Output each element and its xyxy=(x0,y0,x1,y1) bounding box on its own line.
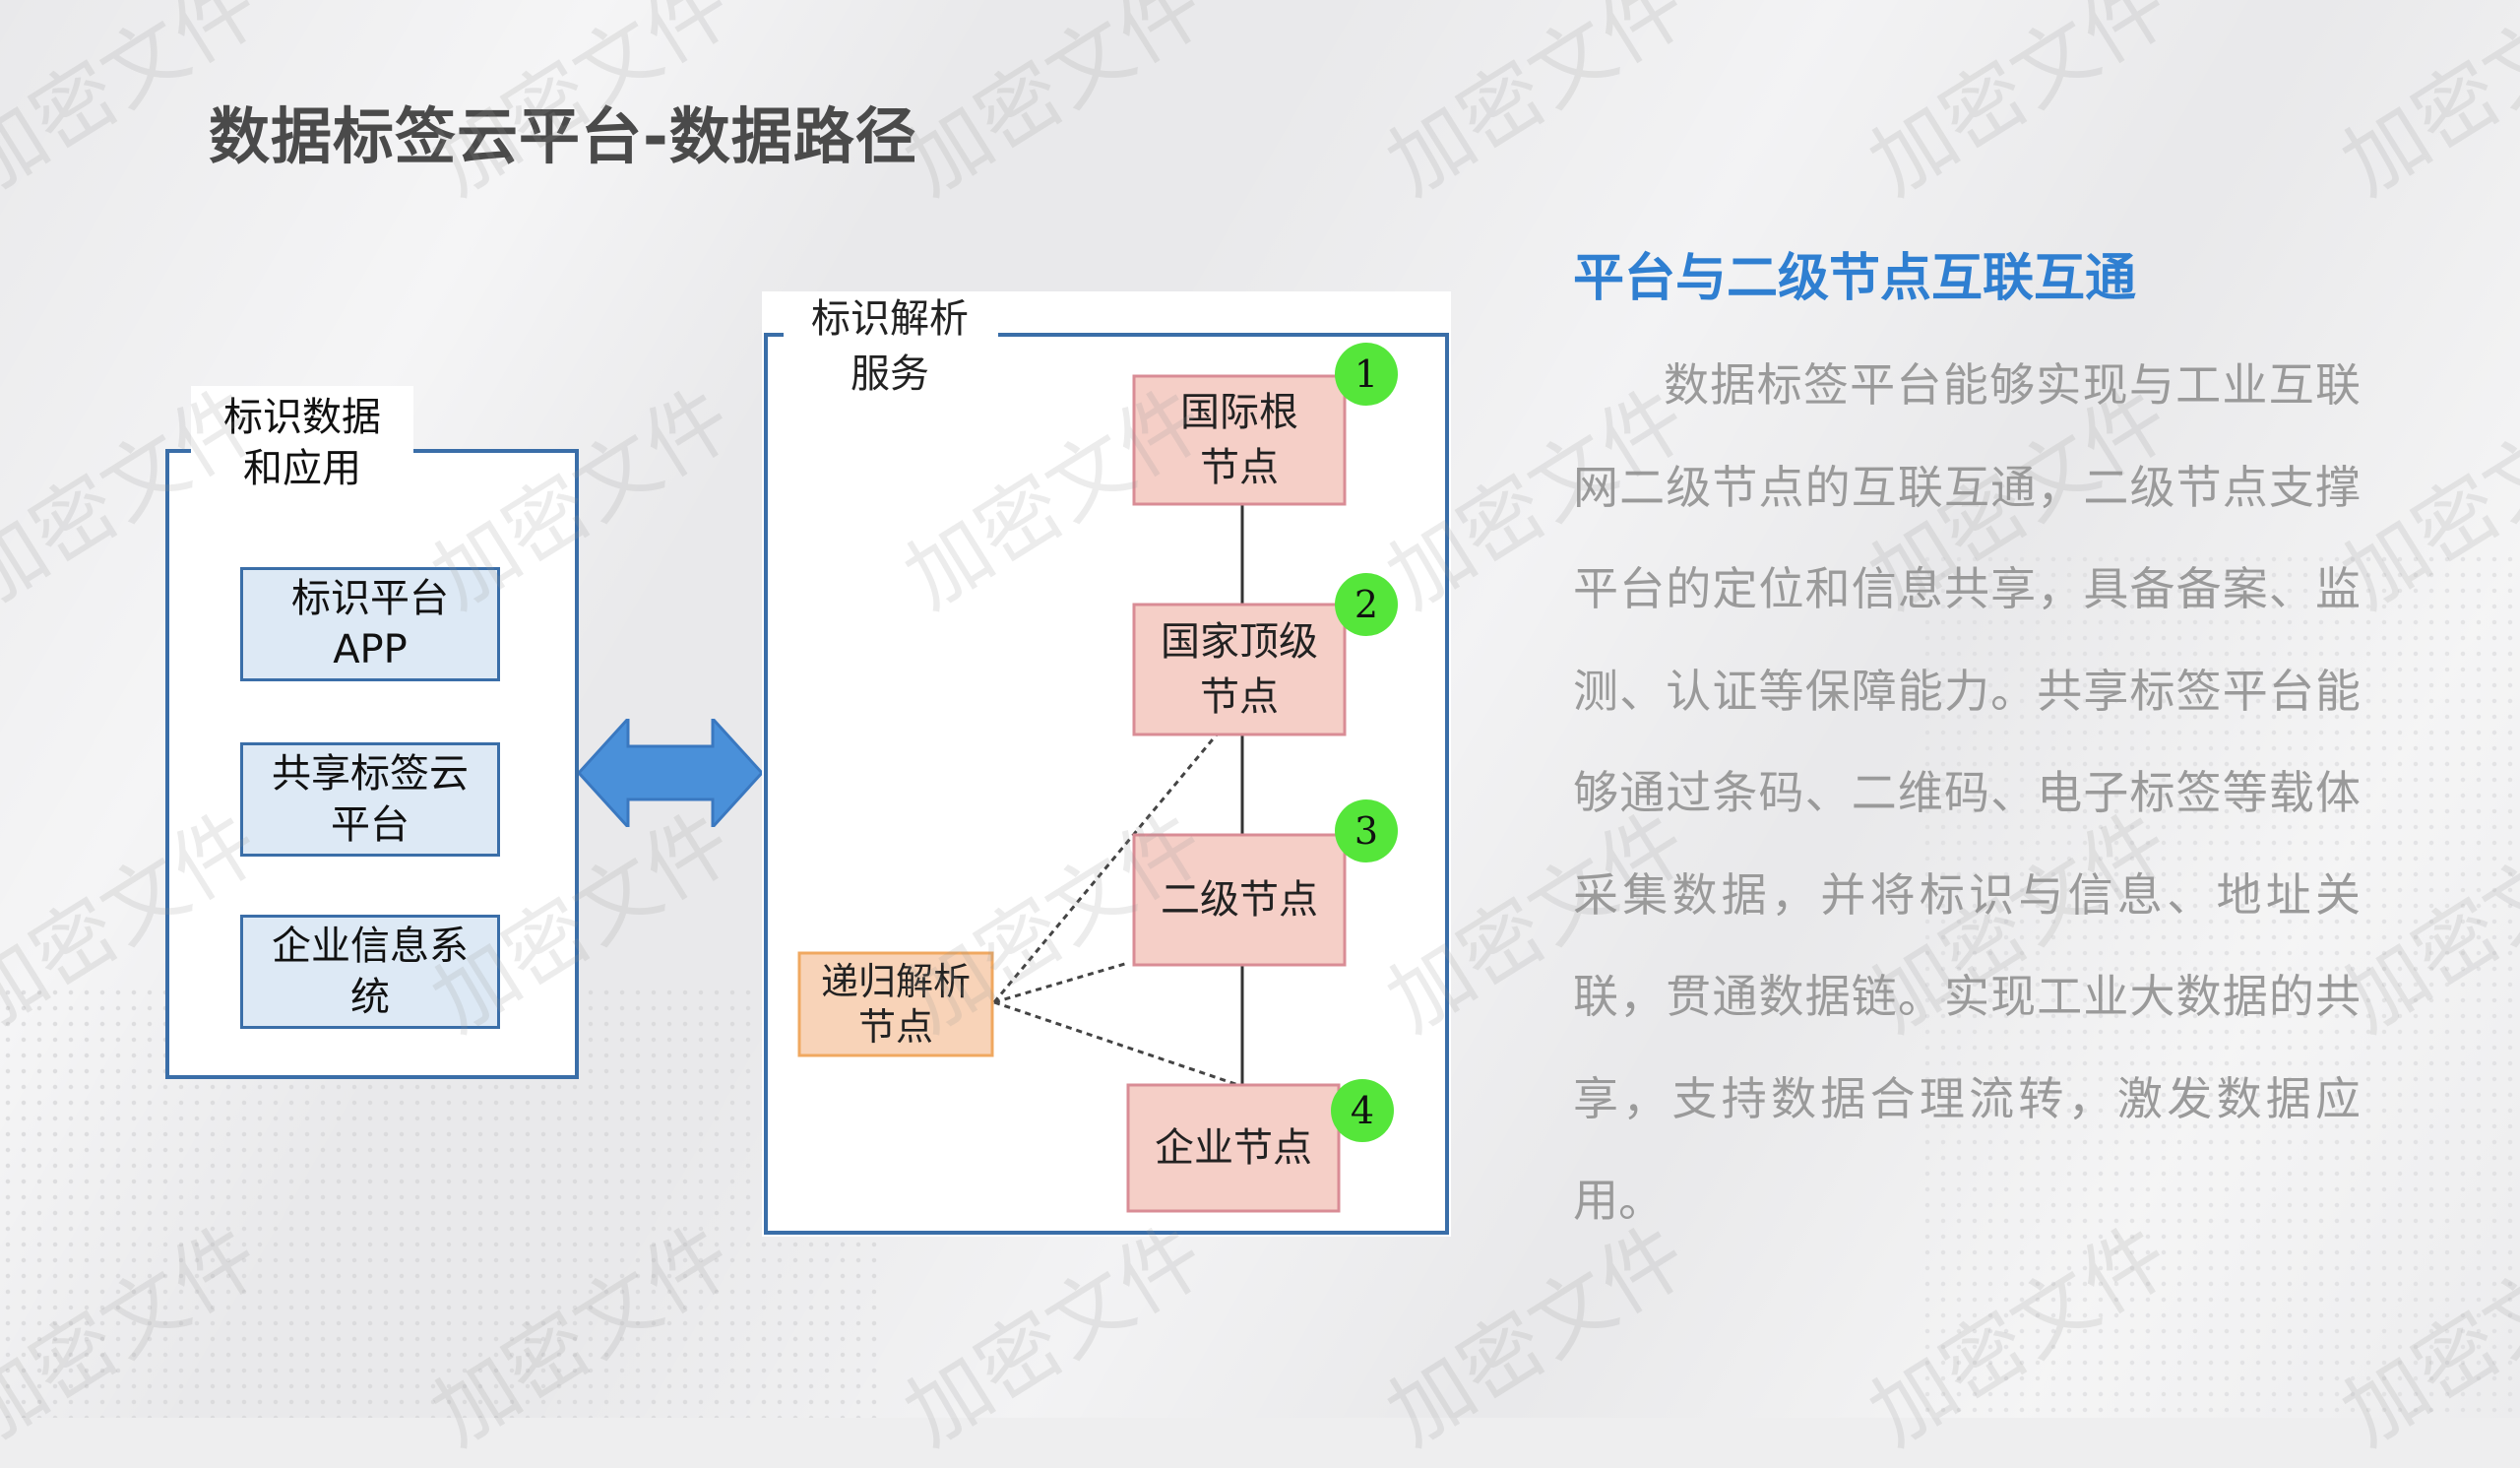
node-enterprise-label: 企业节点 xyxy=(1155,1125,1312,1171)
diagram-frame xyxy=(764,333,1449,1235)
identity-data-label-text: 标识数据 和应用 xyxy=(223,395,381,491)
node-international-root-label: 国际根 节点 xyxy=(1180,390,1298,490)
badge-1-icon xyxy=(1335,343,1398,406)
badge-2-label: 2 xyxy=(1354,583,1379,626)
shared-label-cloud-box: 共享标签云 平台 xyxy=(240,742,500,857)
section-subtitle: 平台与二级节点互联互通 xyxy=(1573,249,2137,308)
node-national-top xyxy=(1132,603,1347,736)
dashed-link-enterprise xyxy=(993,1000,1239,1087)
badge-4-icon xyxy=(1331,1079,1394,1142)
dashed-link-secondary xyxy=(993,961,1129,1004)
resolution-service-label: 标识解析 服务 xyxy=(784,291,996,402)
double-arrow-icon xyxy=(579,719,762,827)
badge-4-label: 4 xyxy=(1350,1089,1375,1132)
node-secondary-label: 二级节点 xyxy=(1161,877,1318,923)
background-dots-right xyxy=(1920,551,2520,1418)
badge-1-label: 1 xyxy=(1354,352,1379,396)
node-international-root xyxy=(1132,374,1347,506)
enterprise-info-system-box: 企业信息系 统 xyxy=(240,915,500,1029)
page-title: 数据标签云平台-数据路径 xyxy=(209,100,917,172)
platform-app-box: 标识平台 APP xyxy=(240,567,500,681)
node-national-top-label: 国家顶级 节点 xyxy=(1161,619,1318,720)
node-recursive xyxy=(797,951,994,1057)
resolution-service-diagram: 标识解析 服务 国际根 节点 国家顶级 节点 二级节点 企业节点 递归解析 节点… xyxy=(762,291,1451,1237)
badge-3-label: 3 xyxy=(1354,809,1379,853)
badge-3-icon xyxy=(1335,799,1398,862)
node-recursive-label: 递归解析 节点 xyxy=(820,960,971,1049)
dashed-link-national xyxy=(992,734,1219,1003)
node-secondary xyxy=(1132,833,1347,967)
section-paragraph: 数据标签平台能够实现与工业互联网二级节点的互联互通，二级节点支撑平台的定位和信息… xyxy=(1573,358,2361,1227)
badge-2-icon xyxy=(1335,573,1398,636)
node-enterprise xyxy=(1126,1083,1341,1213)
diagram-canvas xyxy=(764,333,1449,1235)
identity-data-label: 标识数据 和应用 xyxy=(191,386,413,504)
